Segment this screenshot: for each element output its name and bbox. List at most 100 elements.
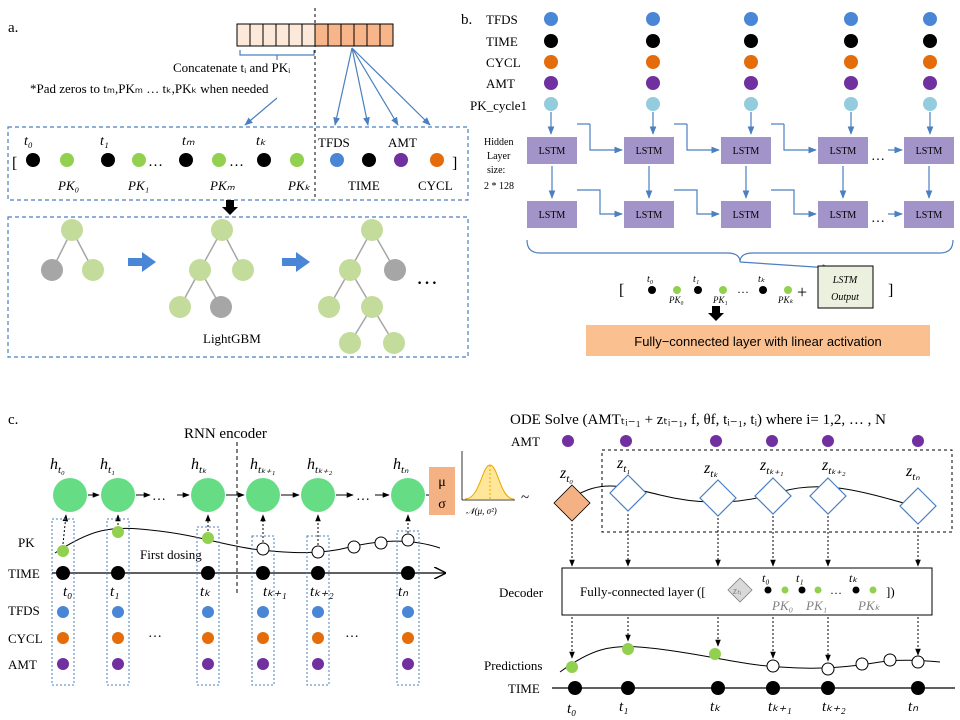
a-cov-amt: AMT bbox=[388, 135, 417, 150]
decoder-t-label: t₁ bbox=[796, 571, 804, 585]
h-label: h bbox=[50, 456, 58, 473]
lstm-cell bbox=[624, 137, 674, 164]
b-row-label: CYCL bbox=[486, 55, 521, 70]
lstm-cell bbox=[904, 137, 954, 164]
b-t-label: t₀ bbox=[647, 274, 654, 285]
panel-c-label: c. bbox=[8, 412, 18, 428]
t-label: t₁ bbox=[110, 584, 119, 600]
b-row-label: AMT bbox=[486, 76, 515, 91]
pk-label: PK bbox=[18, 535, 35, 550]
panel-a-label: a. bbox=[8, 20, 18, 36]
ode-title: ODE Solve (AMTₜᵢ₋₁ + zₜᵢ₋₁, f, θf, tᵢ₋₁,… bbox=[510, 412, 886, 428]
covariate-dots bbox=[57, 606, 414, 670]
lstm-output-label: Output bbox=[831, 292, 859, 303]
a-pk-label: PK₀ bbox=[57, 178, 79, 193]
z-nodes bbox=[553, 474, 937, 525]
b-row-label: TFDS bbox=[486, 12, 518, 27]
a-amt-dot bbox=[394, 153, 408, 167]
column-frames bbox=[51, 518, 420, 686]
lstm-label: LSTM bbox=[830, 210, 857, 221]
mu-label: μ bbox=[438, 475, 446, 490]
pred-time-label: TIME bbox=[508, 681, 540, 696]
a-pk-label: PKₖ bbox=[287, 178, 311, 193]
decoder-fc-end: ]) bbox=[886, 584, 895, 599]
panel-b-label: b. bbox=[461, 12, 472, 28]
sigma-label: σ bbox=[438, 497, 446, 512]
ode-amt-label: AMT bbox=[511, 434, 540, 449]
lstm-cell bbox=[818, 137, 868, 164]
lstm-label: LSTM bbox=[539, 210, 566, 221]
predictions-label: Predictions bbox=[484, 658, 543, 673]
pred-t-label: t₀ bbox=[567, 701, 576, 717]
lstm-label: LSTM bbox=[539, 146, 566, 157]
b-layer-arrows bbox=[548, 166, 933, 199]
ode-amt-dots bbox=[562, 435, 924, 447]
a-bracket-open: [ bbox=[12, 155, 17, 172]
lstm-cell bbox=[818, 201, 868, 228]
svg-text:zt₁: zt₁ bbox=[616, 455, 630, 475]
decoder-z-icon bbox=[727, 577, 753, 603]
h-sub: tₖ₊₁ bbox=[258, 464, 276, 476]
z-sub: tₖ₊₂ bbox=[828, 465, 846, 477]
a-cov-cycl: CYCL bbox=[418, 178, 453, 193]
lstm-cell bbox=[624, 201, 674, 228]
z-labels: zt₀ zt₁ ztₖ ztₖ₊₁ ztₖ₊₂ ztₙ bbox=[559, 455, 920, 485]
a-t-label: tₘ bbox=[182, 134, 195, 149]
tree-ellipsis: … bbox=[416, 264, 438, 289]
lstm-label: LSTM bbox=[733, 146, 760, 157]
b-pk-label: PK₁ bbox=[712, 295, 728, 305]
pred-time-points bbox=[568, 681, 925, 695]
lstm-label: LSTM bbox=[916, 210, 943, 221]
b-down-arrow bbox=[708, 306, 724, 321]
pred-t-label: tₖ bbox=[710, 699, 721, 715]
lstm-cell bbox=[721, 201, 771, 228]
ode-down-arrows bbox=[569, 514, 921, 567]
a-ellipsis: … bbox=[229, 154, 244, 170]
b-pk-labels: PK₀ PK₁ PKₖ bbox=[668, 295, 794, 305]
b-hidden-label: Hidden Layer size: 2 * 128 bbox=[484, 137, 514, 192]
lstm-label: LSTM bbox=[916, 146, 943, 157]
b-hidden-line: 2 * 128 bbox=[484, 181, 514, 192]
pad-note: *Pad zeros to tₘ,PKₘ … tₖ,PKₖ when neede… bbox=[30, 81, 269, 96]
fc-layer-box bbox=[586, 325, 930, 356]
svg-text:htₖ₊₁: htₖ₊₁ bbox=[250, 456, 276, 476]
lightgbm-box bbox=[7, 216, 469, 358]
time-points bbox=[56, 566, 415, 580]
a-dots bbox=[26, 153, 304, 167]
b-plus: + bbox=[797, 282, 807, 302]
z-node bbox=[899, 487, 937, 525]
a-ellipsis: … bbox=[148, 154, 163, 170]
b-output-arrow bbox=[739, 261, 831, 271]
z-label: z bbox=[759, 457, 767, 474]
svg-text:htₖ: htₖ bbox=[191, 456, 207, 476]
decoder-pk-label: PKₖ bbox=[857, 598, 881, 613]
pred-t-labels: t₀ t₁ tₖ tₖ₊₁ tₖ₊₂ tₙ bbox=[567, 699, 919, 717]
a-time-dot bbox=[362, 153, 376, 167]
z-node bbox=[754, 477, 792, 515]
b-input-arrows bbox=[547, 112, 934, 135]
svg-text:zt₀: zt₀ bbox=[559, 465, 573, 485]
h-sub: t₁ bbox=[108, 464, 115, 476]
pred-t-label: tₙ bbox=[908, 699, 919, 715]
lstm-cell bbox=[527, 137, 577, 164]
decoder-down-arrows bbox=[569, 617, 921, 662]
lstm-label: LSTM bbox=[830, 146, 857, 157]
z-sub: tₙ bbox=[912, 471, 920, 483]
decoder-z-label: zₜᵢ bbox=[732, 586, 742, 597]
b-t-labels: t₀ t₁ tₖ bbox=[647, 274, 766, 285]
decoder-fc-text: Fully-connected layer ([ bbox=[580, 584, 706, 599]
h-labels: ht₀ ht₁ htₖ htₖ₊₁ htₖ₊₂ htₙ bbox=[50, 456, 409, 476]
lstm-cell bbox=[904, 201, 954, 228]
b-hidden-line: Hidden bbox=[484, 137, 513, 148]
cov-ellipsis: … bbox=[345, 626, 359, 641]
a-cov-time: TIME bbox=[348, 178, 380, 193]
a-bracket-close: ] bbox=[452, 155, 457, 172]
lstm-cell bbox=[721, 137, 771, 164]
lstm-label: LSTM bbox=[636, 146, 663, 157]
t-label: tₖ bbox=[200, 584, 211, 600]
lstm-label: LSTM bbox=[733, 210, 760, 221]
svg-text:ht₀: ht₀ bbox=[50, 456, 65, 476]
z-label: z bbox=[616, 455, 624, 472]
mu-sigma-box bbox=[429, 467, 455, 515]
z-sub: tₖ bbox=[710, 468, 718, 480]
